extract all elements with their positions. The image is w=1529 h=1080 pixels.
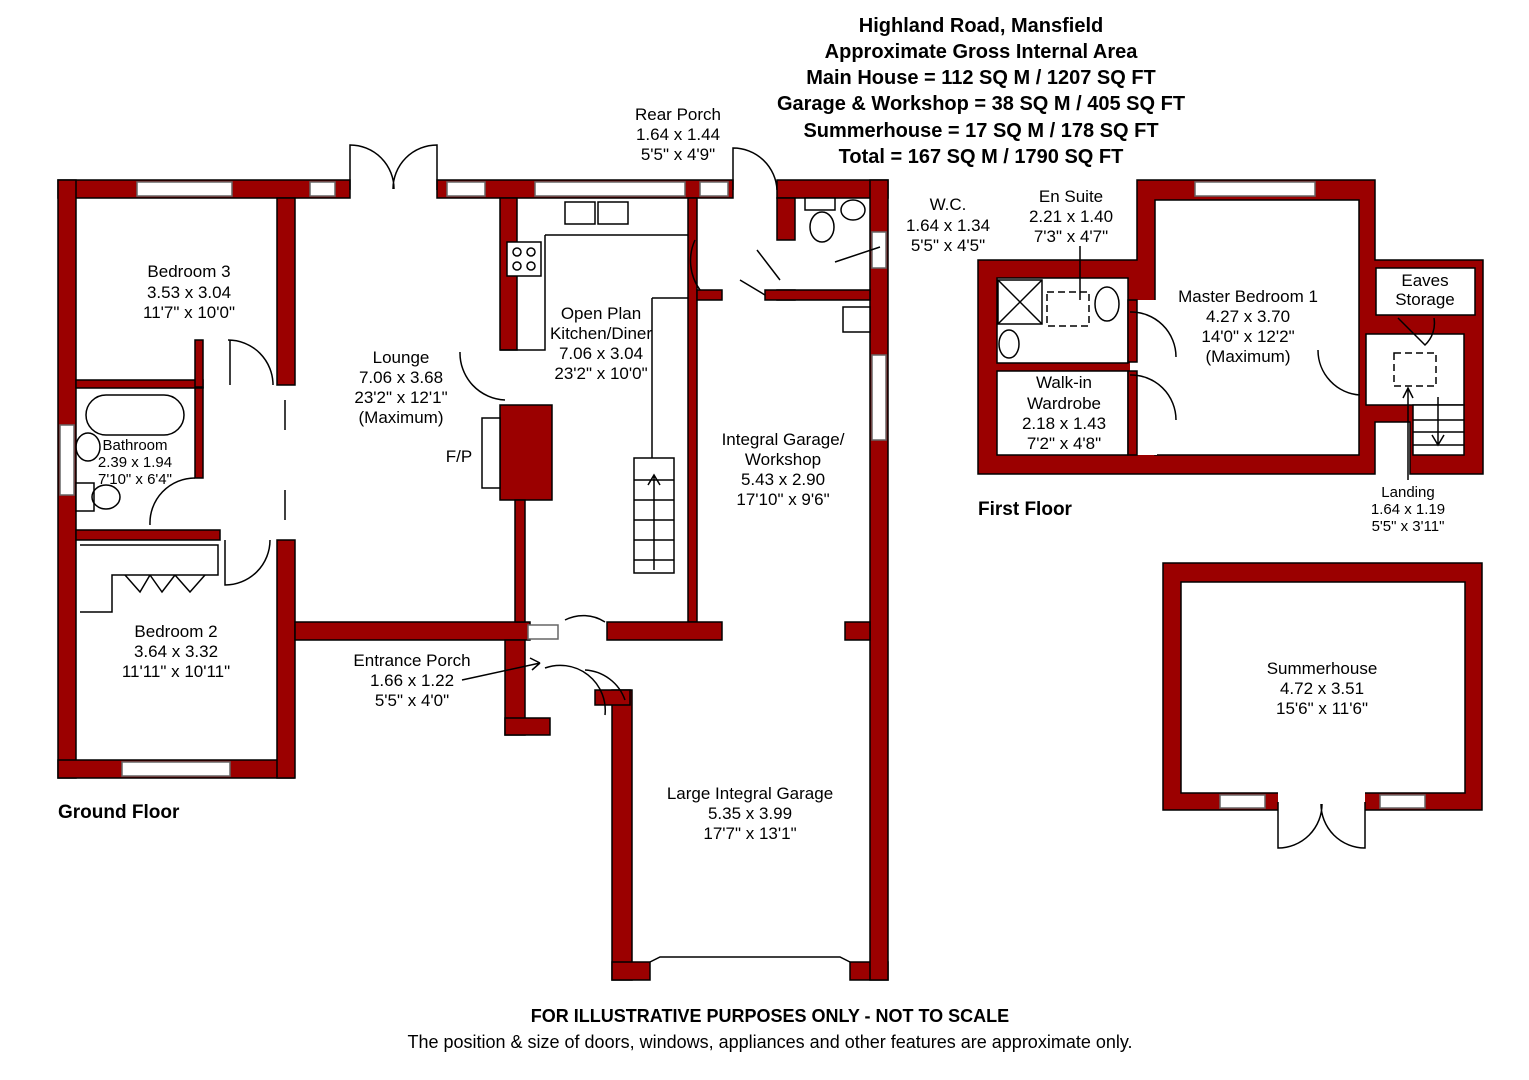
room-label-line: Entrance Porch — [353, 651, 470, 670]
room-label-line: Walk-in — [1036, 373, 1092, 392]
room-entrance-porch: Entrance Porch 1.66 x 1.22 5'5" x 4'0" — [353, 651, 470, 710]
room-en-suite: En Suite 2.21 x 1.40 7'3" x 4'7" — [1029, 187, 1113, 246]
room-wc: W.C. 1.64 x 1.34 5'5" x 4'5" — [906, 195, 990, 255]
room-label-line: 1.64 x 1.34 — [906, 216, 990, 235]
room-label-line: 7.06 x 3.68 — [359, 368, 443, 387]
area-summerhouse: Summerhouse = 17 SQ M / 178 SQ FT — [803, 120, 1158, 142]
room-label-line: 15'6" x 11'6" — [1276, 699, 1368, 718]
first-floor-label: First Floor — [978, 499, 1073, 520]
area-main-house: Main House = 112 SQ M / 1207 SQ FT — [806, 67, 1156, 89]
room-label-line: (Maximum) — [1206, 347, 1291, 366]
room-label-line: Summerhouse — [1267, 659, 1378, 678]
room-label-line: Master Bedroom 1 — [1178, 287, 1318, 306]
room-label-line: 4.72 x 3.51 — [1280, 679, 1364, 698]
room-label-line: 5.43 x 2.90 — [741, 470, 825, 489]
room-label-line: 17'10" x 9'6" — [736, 490, 829, 509]
room-label-line: 14'0" x 12'2" — [1201, 327, 1294, 346]
footnote: The position & size of doors, windows, a… — [407, 1032, 1132, 1052]
room-label-line: Eaves — [1401, 271, 1448, 290]
room-integral-garage-workshop: Integral Garage/ Workshop 5.43 x 2.90 17… — [722, 430, 845, 509]
room-summerhouse: Summerhouse 4.72 x 3.51 15'6" x 11'6" — [1267, 659, 1378, 718]
room-kitchen-diner: Open Plan Kitchen/Diner 7.06 x 3.04 23'2… — [550, 304, 652, 383]
room-landing: Landing 1.64 x 1.19 5'5" x 3'11" — [1371, 484, 1445, 535]
room-master-bedroom: Master Bedroom 1 4.27 x 3.70 14'0" x 12'… — [1178, 287, 1318, 366]
room-label-line: 5'5" x 4'0" — [375, 691, 449, 710]
room-label-line: 5'5" x 4'5" — [911, 236, 985, 255]
ground-floor-fixtures — [75, 144, 881, 963]
room-label-line: (Maximum) — [359, 408, 444, 427]
room-label-line: Lounge — [373, 348, 430, 367]
room-label-line: 17'7" x 13'1" — [703, 824, 796, 843]
summerhouse-walls — [1162, 562, 1483, 849]
room-eaves-storage: Eaves Storage — [1395, 271, 1455, 309]
room-label-line: 23'2" x 12'1" — [354, 388, 447, 407]
room-label-line: 5'5" x 4'9" — [641, 145, 715, 164]
disclaimer: FOR ILLUSTRATIVE PURPOSES ONLY - NOT TO … — [531, 1006, 1009, 1026]
first-floor-fixtures — [997, 246, 1464, 480]
room-label-line: Storage — [1395, 290, 1455, 309]
room-label-line: Kitchen/Diner — [550, 324, 652, 343]
room-label-line: 2.18 x 1.43 — [1022, 414, 1106, 433]
room-label-line: Large Integral Garage — [667, 784, 833, 803]
header: Highland Road, Mansfield Approximate Gro… — [777, 15, 1185, 168]
room-label-line: 23'2" x 10'0" — [554, 364, 647, 383]
room-label-line: Rear Porch — [635, 105, 721, 124]
room-walk-in-wardrobe: Walk-in Wardrobe 2.18 x 1.43 7'2" x 4'8" — [1022, 373, 1106, 453]
room-label-line: Bedroom 2 — [134, 622, 217, 641]
room-label-line: Workshop — [745, 450, 821, 469]
room-label-line: 1.64 x 1.44 — [636, 125, 720, 144]
room-label-line: 7'3" x 4'7" — [1034, 227, 1108, 246]
plan-title: Highland Road, Mansfield — [859, 15, 1103, 37]
room-label-line: Wardrobe — [1027, 394, 1101, 413]
room-label-line: En Suite — [1039, 187, 1103, 206]
room-label-line: W.C. — [930, 195, 967, 214]
room-label-line: 5'5" x 3'11" — [1372, 518, 1445, 535]
room-label-line: 3.64 x 3.32 — [134, 642, 218, 661]
room-bathroom: Bathroom 2.39 x 1.94 7'10" x 6'4" — [98, 437, 172, 488]
room-bedroom-2: Bedroom 2 3.64 x 3.32 11'11" x 10'11" — [122, 622, 230, 681]
room-rear-porch: Rear Porch 1.64 x 1.44 5'5" x 4'9" — [635, 105, 721, 164]
plan-subtitle: Approximate Gross Internal Area — [825, 41, 1139, 63]
room-label-line: 1.64 x 1.19 — [1371, 501, 1445, 518]
room-label-line: Landing — [1381, 484, 1434, 501]
room-label-line: 3.53 x 3.04 — [147, 283, 231, 302]
room-label-line: 7'2" x 4'8" — [1027, 434, 1101, 453]
fireplace-label: F/P — [446, 447, 472, 466]
room-label-line: 5.35 x 3.99 — [708, 804, 792, 823]
room-label-line: Bathroom — [102, 437, 167, 454]
ground-floor-label: Ground Floor — [58, 802, 180, 823]
area-garage: Garage & Workshop = 38 SQ M / 405 SQ FT — [777, 93, 1185, 115]
room-lounge: Lounge 7.06 x 3.68 23'2" x 12'1" (Maximu… — [354, 348, 447, 427]
room-label-line: 4.27 x 3.70 — [1206, 307, 1290, 326]
room-label-line: 11'11" x 10'11" — [122, 662, 230, 681]
room-label-line: 2.39 x 1.94 — [98, 454, 172, 471]
room-label-line: 2.21 x 1.40 — [1029, 207, 1113, 226]
room-large-integral-garage: Large Integral Garage 5.35 x 3.99 17'7" … — [667, 784, 833, 843]
room-label-line: 1.66 x 1.22 — [370, 671, 454, 690]
room-label-line: Open Plan — [561, 304, 641, 323]
room-label-line: 7.06 x 3.04 — [559, 344, 643, 363]
ground-floor-windows — [59, 181, 887, 777]
room-label-line: 7'10" x 6'4" — [98, 471, 172, 488]
room-label-line: Bedroom 3 — [147, 262, 230, 281]
first-floor-walls — [977, 179, 1484, 475]
room-label-line: 11'7" x 10'0" — [143, 303, 235, 322]
room-bedroom-3: Bedroom 3 3.53 x 3.04 11'7" x 10'0" — [143, 262, 235, 322]
area-total: Total = 167 SQ M / 1790 SQ FT — [839, 146, 1124, 168]
room-label-line: Integral Garage/ — [722, 430, 845, 449]
